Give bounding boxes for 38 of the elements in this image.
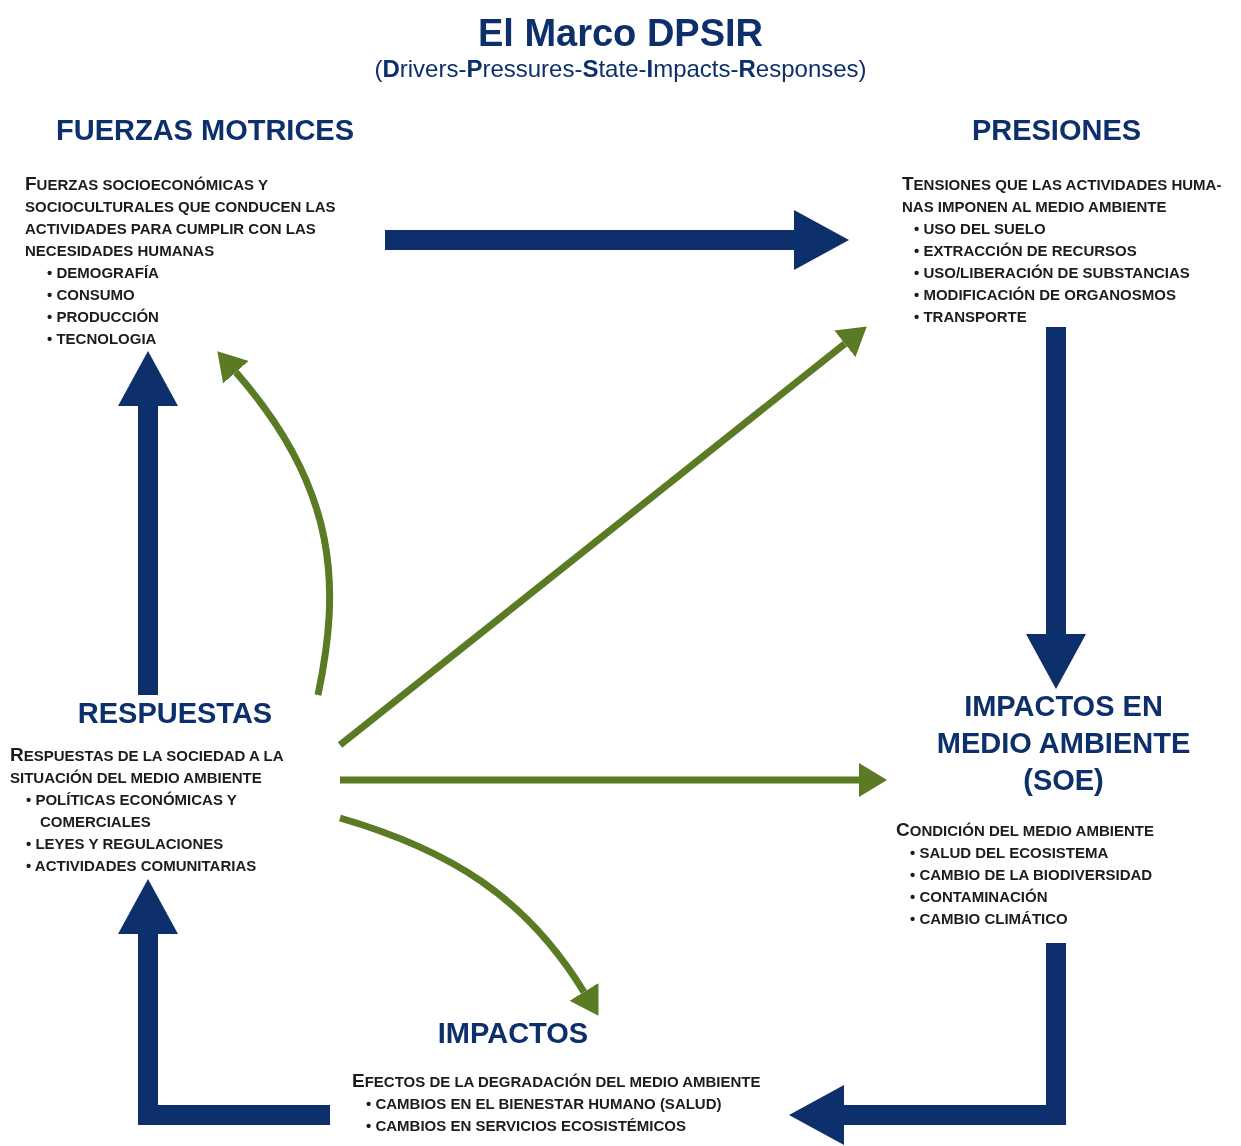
section-heading: FUERZAS MOTRICES [55,113,355,148]
bullet-item: • TECNOLOGIA [47,329,158,349]
description-text: FUERZAS SOCIOECONÓMICAS Y SOCIOCULTURALES QUE CONDUCEN LAS ACTIVIDADES PARA CUMPLIR CON LAS NECESIDADES HUMANAS [25,173,337,261]
section-heading: RESPUESTAS [77,696,273,731]
arrow [337,326,867,748]
arrow [118,879,330,1125]
bullet-item: • POLÍTICAS ECONÓMICAS Y COMERCIALES [26,790,238,832]
arrow [789,943,1066,1145]
diagram-title: El Marco DPSIR [477,11,764,56]
description-text: RESPUESTAS DE LA SOCIEDAD A LA SITUACIÓN DEL MEDIO AMBIENTE [10,744,284,788]
bullet-item: • CONTAMINACIÓN [910,887,1049,907]
arrow [385,210,849,270]
bullet-item: • ACTIVIDADES COMUNITARIAS [26,856,258,876]
description-text: EFECTOS DE LA DEGRADACIÓN DEL MEDIO AMBIENTE [352,1070,761,1093]
bullet-item: • CAMBIOS EN EL BIENESTAR HUMANO (SALUD) [366,1094,722,1114]
section-heading: IMPACTOS EN MEDIO AMBIENTE (SOE) [935,689,1192,798]
bullet-item: • LEYES Y REGULACIONES [26,834,225,854]
section-heading: IMPACTOS [437,1016,589,1051]
subtitle: (Drivers-Pressures-State-Impacts-Responses) [374,54,867,84]
bullet-item: • DEMOGRAFÍA [47,263,160,283]
bullet-item: • CAMBIO DE LA BIODIVERSIDAD [910,865,1153,885]
bullet-item: • TRANSPORTE [914,307,1028,327]
bullet-item: • EXTRACCIÓN DE RECURSOS [914,241,1138,261]
bullet-item: • USO DEL SUELO [914,219,1047,239]
bullet-item: • CONSUMO [47,285,136,305]
bullet-item: • SALUD DEL ECOSISTEMA [910,843,1110,863]
bullet-item: • CAMBIO CLIMÁTICO [910,909,1069,929]
bullet-item: • CAMBIOS EN SERVICIOS ECOSISTÉMICOS [366,1116,688,1136]
arrow [218,350,334,696]
bullet-item: • PRODUCCIÓN [47,307,160,327]
bullet-item: • MODIFICACIÓN DE ORGANOSMOS [914,285,1177,305]
arrow [338,814,600,1016]
arrow [118,351,178,695]
section-heading: PRESIONES [971,113,1142,148]
bullet-item: • USO/LIBERACIÓN DE SUBSTANCIAS [914,263,1190,283]
description-text: CONDICIÓN DEL MEDIO AMBIENTE [896,819,1154,842]
description-text: TENSIONES QUE LAS ACTIVIDADES HUMA- NAS IMPONEN AL MEDIO AMBIENTE [902,173,1223,217]
arrow [1026,327,1086,689]
